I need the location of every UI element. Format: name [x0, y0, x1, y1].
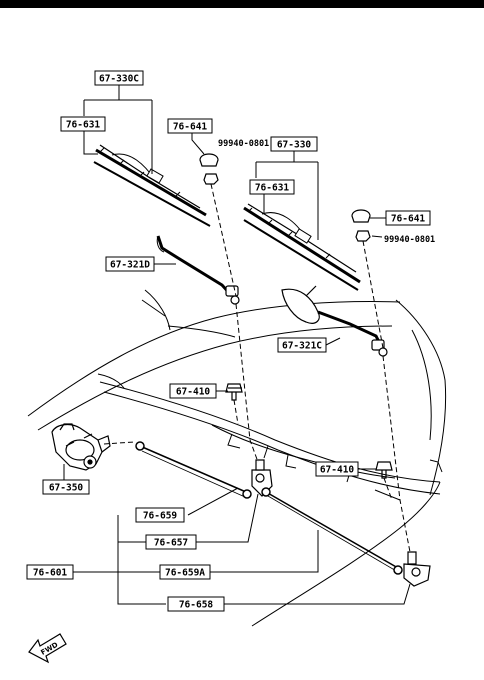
svg-text:67-410: 67-410 [320, 465, 355, 476]
part-label-76-641-left: 76-641 [167, 118, 213, 134]
svg-text:76-641: 76-641 [391, 214, 426, 225]
part-label-67-410-right: 67-410 [315, 461, 359, 477]
part-label-76-631-right: 76-631 [249, 179, 295, 195]
fwd-arrow-icon: FWD [28, 633, 67, 664]
part-label-76-658: 76-658 [167, 596, 225, 612]
part-label-67-410-left: 67-410 [169, 383, 217, 399]
left-wiper-arm [156, 235, 240, 305]
left-wiper-blade [93, 144, 211, 227]
part-label-76-631-left: 76-631 [60, 116, 106, 132]
svg-text:76-601: 76-601 [33, 568, 68, 579]
part-label-76-641-right: 76-641 [385, 210, 431, 226]
svg-text:67-321C: 67-321C [282, 341, 322, 352]
part-label-67-321d: 67-321D [105, 256, 155, 272]
svg-text:76-659A: 76-659A [165, 568, 205, 579]
part-label-99940-0801-right: 99940-0801 [384, 235, 435, 245]
svg-text:67-330C: 67-330C [99, 74, 139, 85]
svg-text:76-658: 76-658 [179, 600, 214, 611]
part-label-99940-0801-left: 99940-0801 [218, 139, 269, 149]
svg-text:76-659: 76-659 [143, 511, 178, 522]
link-rod-lower [261, 487, 403, 575]
right-pivot [403, 551, 431, 587]
svg-text:67-350: 67-350 [49, 483, 84, 494]
part-label-76-601: 76-601 [26, 564, 74, 580]
left-arm-nut [203, 173, 219, 185]
left-arm-cap [199, 153, 219, 167]
part-label-76-657: 76-657 [145, 534, 197, 550]
svg-text:67-410: 67-410 [176, 387, 211, 398]
svg-text:76-657: 76-657 [154, 538, 188, 549]
svg-text:76-631: 76-631 [66, 120, 101, 131]
callout-leaders [63, 84, 411, 605]
right-wiper-blade [243, 203, 361, 291]
part-label-67-330c: 67-330C [94, 70, 144, 86]
header-bar [0, 0, 484, 8]
part-label-76-659: 76-659 [135, 507, 185, 523]
svg-text:76-631: 76-631 [255, 183, 290, 194]
link-rod-upper [135, 441, 252, 499]
alignment-dashes [103, 183, 411, 553]
part-label-76-659a: 76-659A [159, 564, 211, 580]
bolt-left [225, 383, 243, 401]
part-label-67-350: 67-350 [42, 479, 90, 495]
svg-text:67-321D: 67-321D [110, 260, 150, 271]
wiper-motor [51, 423, 111, 471]
right-arm-cap [351, 209, 371, 223]
part-label-67-321c: 67-321C [277, 337, 327, 353]
right-arm-nut [355, 230, 371, 242]
svg-text:67-330: 67-330 [277, 140, 312, 151]
part-label-67-330: 67-330 [270, 136, 318, 152]
right-wiper-arm [281, 285, 388, 357]
svg-text:76-641: 76-641 [173, 122, 208, 133]
